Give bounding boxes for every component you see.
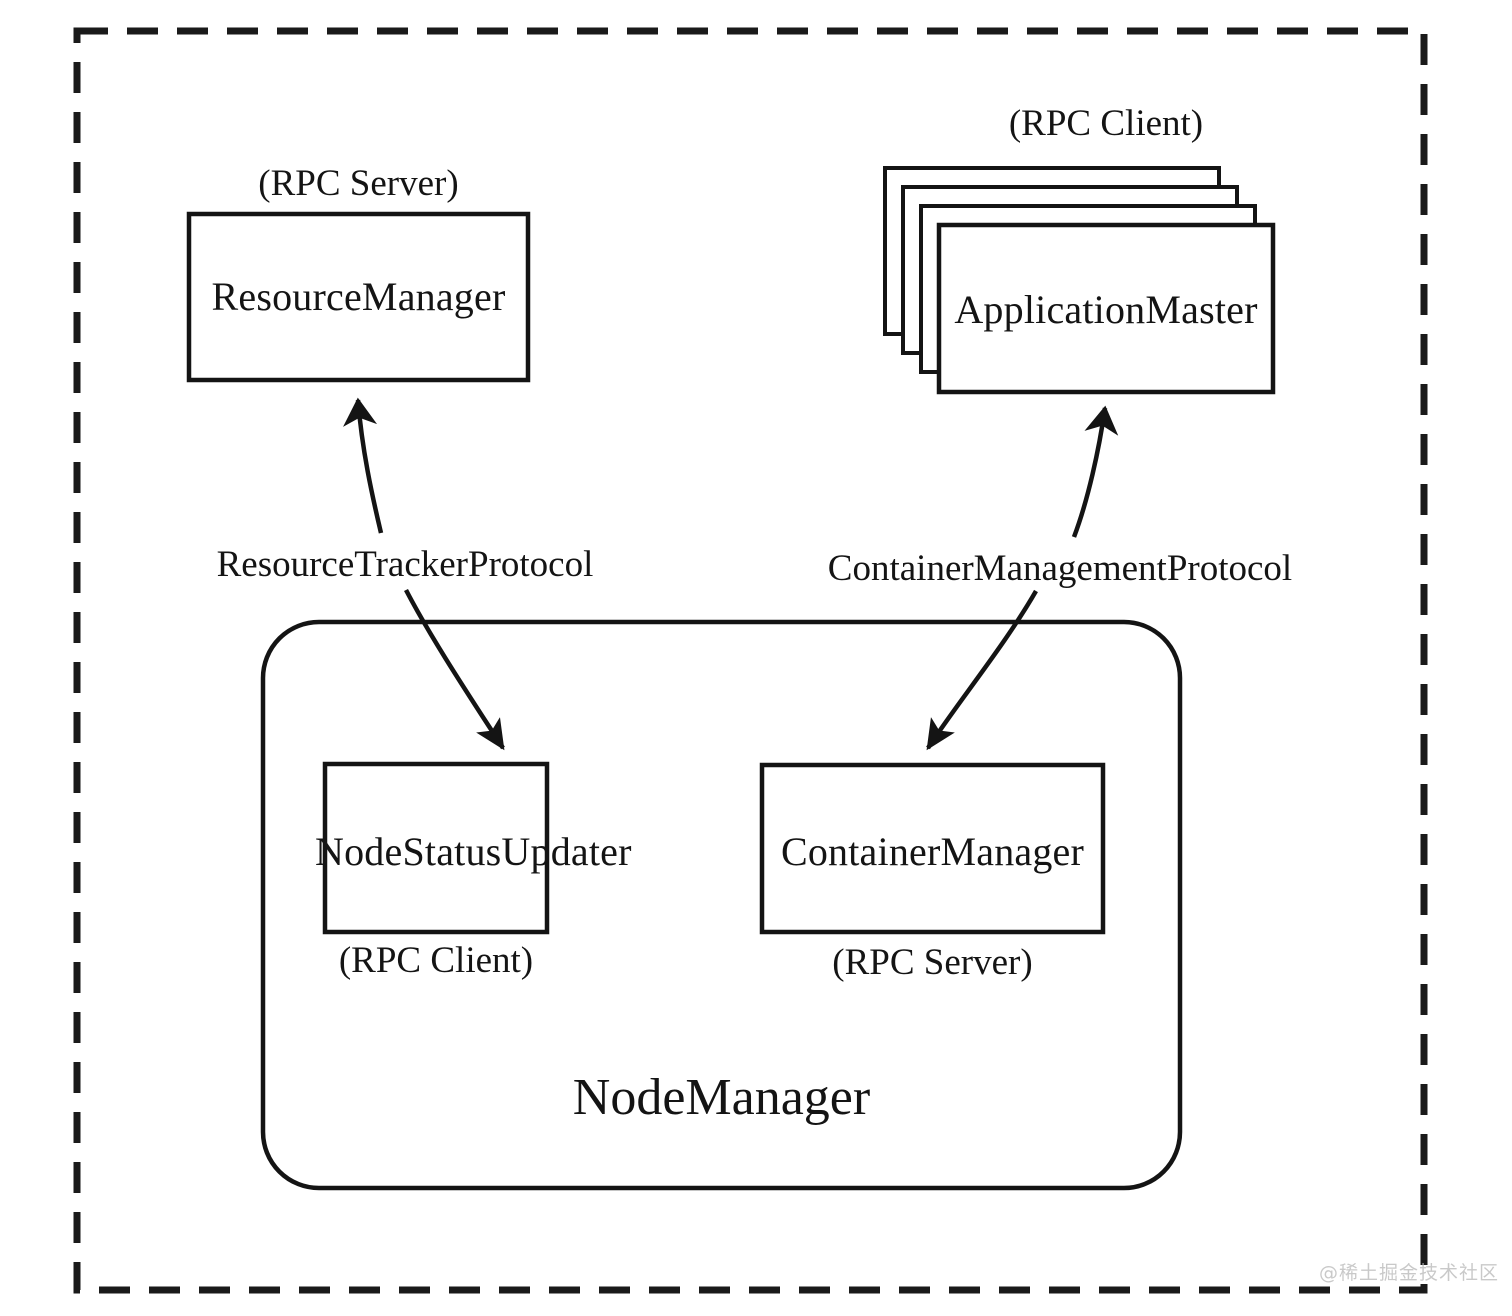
- node-manager-label: NodeManager: [572, 1069, 871, 1126]
- container-management-protocol-arrow-up: [1071, 405, 1119, 538]
- node-manager-container: [260, 619, 1183, 1191]
- resource-tracker-protocol-label: ResourceTrackerProtocol: [216, 544, 594, 585]
- container-manager-annotation: (RPC Server): [832, 942, 1033, 983]
- application-master-label: ApplicationMaster: [954, 287, 1258, 332]
- node-status-updater-label: NodeStatusUpdater: [315, 829, 632, 874]
- resource-tracker-protocol-arrow-down: [404, 588, 505, 751]
- container-management-protocol-label: ContainerManagementProtocol: [827, 548, 1293, 589]
- resource-tracker-protocol-arrow-up: [343, 397, 384, 534]
- container-manager-label: ContainerManager: [780, 829, 1085, 874]
- node-status-updater-box: [322, 761, 550, 935]
- resource-manager-box: [186, 211, 531, 383]
- container-management-protocol-arrow-down: [926, 589, 1038, 751]
- watermark: @稀土掘金技术社区: [1319, 1262, 1500, 1284]
- node-status-updater-annotation: (RPC Client): [338, 940, 534, 981]
- container-manager-box: [759, 762, 1106, 935]
- application-master-box-front: [936, 222, 1276, 395]
- resource-manager-annotation: (RPC Server): [258, 163, 459, 204]
- application-master-annotation: (RPC Client): [1008, 103, 1204, 144]
- resource-manager-label: ResourceManager: [211, 274, 506, 319]
- outer-dashed-boundary: [73, 27, 1428, 1294]
